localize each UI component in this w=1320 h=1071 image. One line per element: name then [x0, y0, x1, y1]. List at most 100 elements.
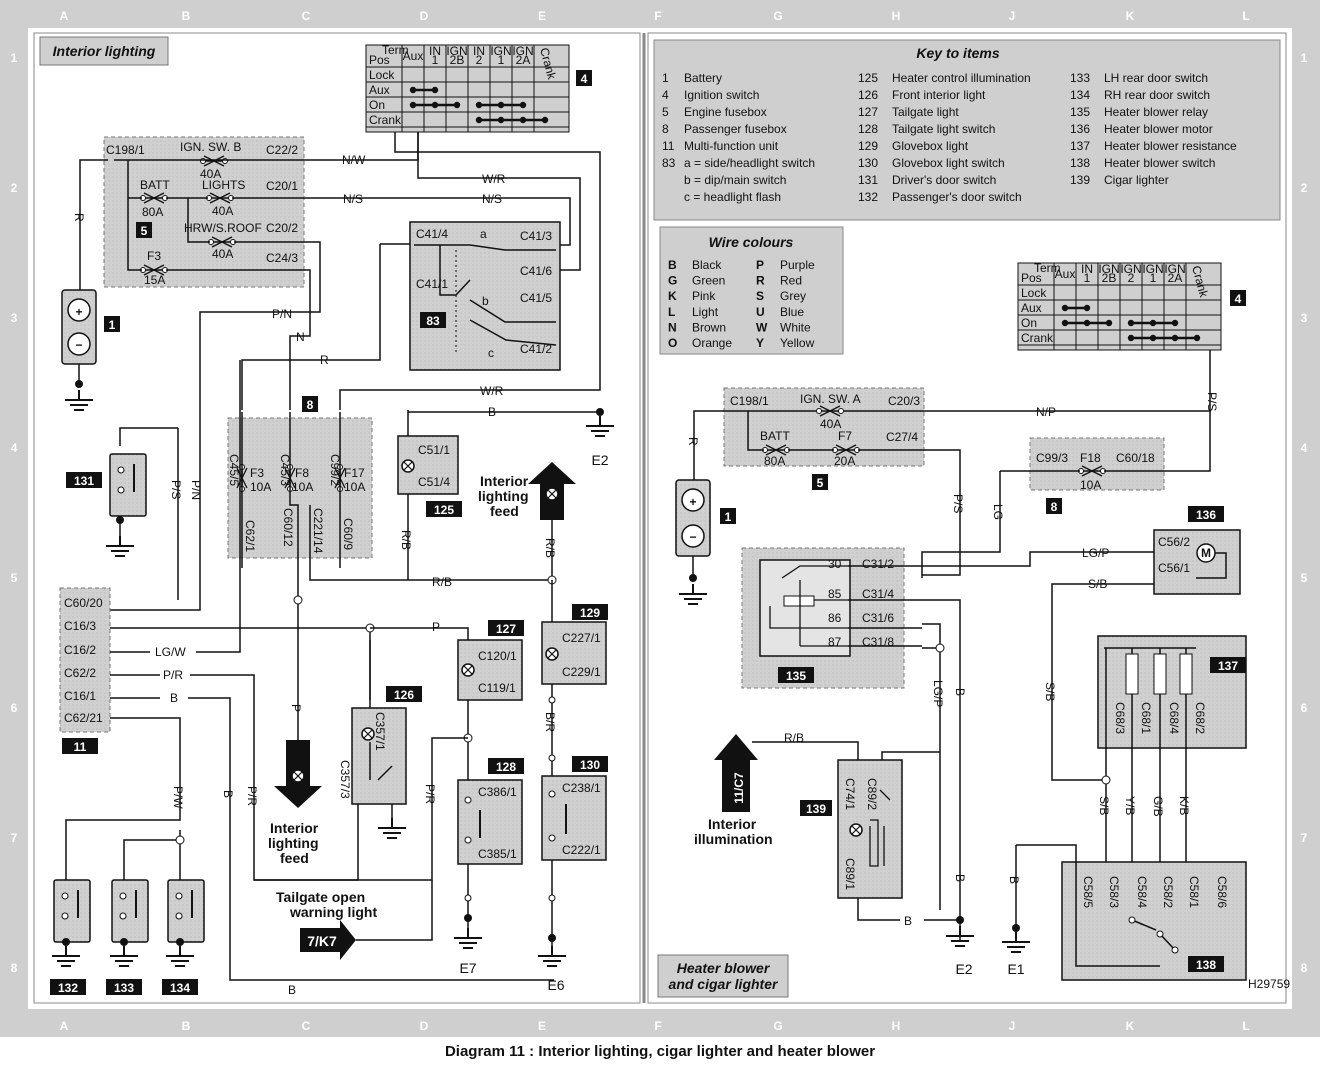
svg-text:Aux: Aux — [369, 83, 390, 97]
svg-text:1: 1 — [432, 53, 439, 67]
tailgate-open-warning-ref: Tailgate open warning light 7/K7 — [276, 880, 433, 960]
grid-row-label-left: 2 — [11, 181, 18, 195]
key-item-num: 8 — [662, 122, 669, 136]
svg-text:C68/3: C68/3 — [1113, 702, 1127, 734]
glovebox-switch-130: C238/1 C222/1 130 E6 B — [288, 756, 608, 997]
svg-text:B: B — [904, 914, 912, 928]
wire-wr: W/R — [482, 172, 506, 186]
key-item-label: Multi-function unit — [684, 139, 779, 153]
svg-text:C31/4: C31/4 — [862, 587, 894, 601]
svg-text:B/R: B/R — [543, 712, 557, 732]
svg-text:Interior: Interior — [480, 473, 529, 489]
key-item-label: Engine fusebox — [684, 105, 767, 119]
grid-row-label-right: 5 — [1301, 571, 1308, 585]
svg-text:C222/1: C222/1 — [562, 843, 601, 857]
svg-text:K/B: K/B — [1177, 796, 1191, 815]
svg-text:Pos: Pos — [1021, 271, 1042, 285]
heater-blower-resistance-137: C68/3 C68/1 C68/4 C68/2 137 S/B Y/B G/B … — [1097, 635, 1247, 820]
earth-e2-left: E2 — [585, 408, 615, 468]
wire-colour-name: Brown — [692, 320, 726, 334]
svg-text:Lock: Lock — [1021, 286, 1047, 300]
interior-lighting-feed-down: P Interior lighting feed — [268, 595, 322, 866]
key-item-num: 132 — [858, 190, 878, 204]
comp-138-label: 138 — [1196, 958, 1216, 972]
key-item-label: Driver's door switch — [892, 173, 996, 187]
svg-text:C68/4: C68/4 — [1167, 702, 1181, 734]
grid-row-label-right: 3 — [1301, 311, 1308, 325]
svg-text:C68/1: C68/1 — [1139, 702, 1153, 734]
svg-text:lighting: lighting — [268, 835, 319, 851]
grid-col-label-bottom: A — [60, 1019, 69, 1033]
svg-text:c: c — [488, 346, 494, 360]
svg-text:86: 86 — [828, 611, 842, 625]
svg-text:C41/5: C41/5 — [520, 291, 552, 305]
comp-1-label-left: 1 — [109, 318, 116, 332]
svg-text:10A: 10A — [250, 480, 271, 494]
svg-text:C27/4: C27/4 — [886, 430, 918, 444]
svg-text:C58/3: C58/3 — [1107, 876, 1121, 908]
svg-text:C41/6: C41/6 — [520, 264, 552, 278]
svg-text:10A: 10A — [292, 480, 313, 494]
svg-text:2A: 2A — [516, 53, 531, 67]
svg-text:S/B: S/B — [1097, 796, 1111, 815]
grid-row-label-left: 7 — [11, 831, 18, 845]
svg-text:LG/P: LG/P — [1082, 546, 1109, 560]
svg-text:R: R — [320, 353, 329, 367]
svg-text:P: P — [432, 620, 440, 634]
comp-132-label: 132 — [58, 981, 78, 995]
svg-text:P/S: P/S — [169, 480, 183, 499]
svg-text:Pos: Pos — [369, 53, 390, 67]
key-item-label: c = headlight flash — [684, 190, 781, 204]
svg-text:HRW/S.ROOF: HRW/S.ROOF — [184, 221, 262, 235]
grid-col-label-bottom: H — [892, 1019, 901, 1033]
grid-row-label-right: 2 — [1301, 181, 1308, 195]
mfu-connector: C16/1 — [64, 689, 96, 703]
svg-text:E7: E7 — [459, 960, 476, 976]
svg-text:C41/3: C41/3 — [520, 229, 552, 243]
wire-colour-name: Orange — [692, 336, 732, 350]
svg-text:E2: E2 — [591, 452, 608, 468]
svg-text:IGN: IGN — [1120, 262, 1141, 276]
svg-text:IN: IN — [473, 44, 485, 58]
svg-text:P/N: P/N — [189, 480, 203, 500]
grid-row-label-right: 4 — [1301, 441, 1308, 455]
grid-col-label-top: J — [1009, 9, 1016, 23]
svg-text:C58/2: C58/2 — [1161, 876, 1175, 908]
comp-137-label: 137 — [1218, 659, 1238, 673]
svg-text:40A: 40A — [200, 167, 221, 181]
svg-text:C31/8: C31/8 — [862, 635, 894, 649]
comp-127-label: 127 — [496, 622, 516, 636]
wire-colour-code: U — [756, 305, 765, 319]
comp-1-label-right: 1 — [725, 510, 732, 524]
cigar-lighter-139: C74/1 C89/2 C89/1 139 B R/B E2 B — [752, 731, 975, 977]
conn-c24-3: C24/3 — [266, 251, 298, 265]
wire-colour-code: N — [668, 320, 677, 334]
wire-colour-code: R — [756, 274, 765, 288]
svg-text:C56/2: C56/2 — [1158, 535, 1190, 549]
passenger-fusebox-left: C45/5 C45/3 C99/2 F3 10A F8 10A F17 10A … — [227, 396, 410, 600]
wire-colour-code: G — [668, 274, 677, 288]
key-item-label: Heater control illumination — [892, 71, 1031, 85]
svg-text:F3: F3 — [250, 466, 264, 480]
grid-col-label-bottom: E — [538, 1019, 546, 1033]
svg-text:Tailgate open: Tailgate open — [276, 889, 365, 905]
key-item-num: 138 — [1070, 156, 1090, 170]
comp-125-label: 125 — [434, 503, 454, 517]
comp-4-label-right: 4 — [1235, 292, 1242, 306]
wire-colour-code: P — [756, 258, 764, 272]
svg-text:N/S: N/S — [482, 192, 502, 206]
front-interior-light-126: C357/1 C357/3 126 — [338, 640, 422, 839]
wire-nw: N/W — [342, 153, 366, 167]
svg-text:B: B — [288, 983, 296, 997]
svg-text:C45/5: C45/5 — [227, 454, 241, 486]
svg-text:E2: E2 — [955, 961, 972, 977]
grid-row-label-left: 1 — [11, 51, 18, 65]
svg-text:R/B: R/B — [543, 538, 557, 558]
interior-lighting-title: Interior lighting — [53, 43, 156, 59]
heater-blower-title-box: Heater blower and cigar lighter — [657, 954, 789, 998]
comp-134-label: 134 — [170, 981, 190, 995]
battery-right: R + − 1 — [675, 410, 736, 605]
